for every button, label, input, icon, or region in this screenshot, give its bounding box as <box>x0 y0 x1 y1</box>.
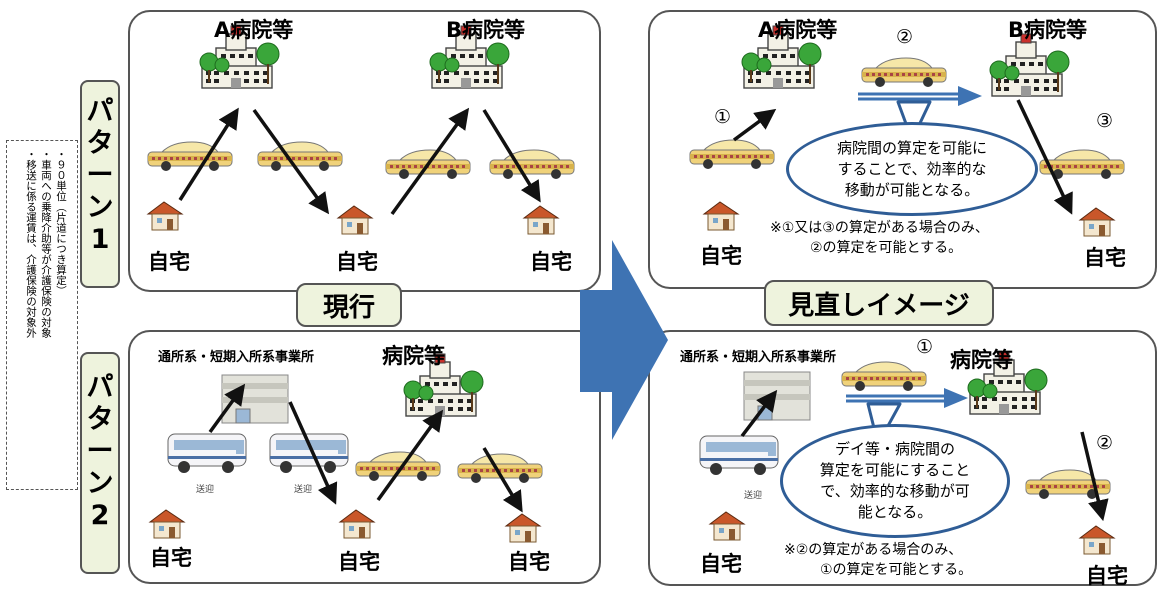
bubble-line: 移動が可能となる。 <box>844 180 980 199</box>
hospital-b-label: B病院等 <box>1008 18 1088 42</box>
revision-badge: 見直しイメージ <box>764 280 994 326</box>
side-note-box: ・９０単位（片道につき算定） ・車両への乗降介助等が介護保険の対象 ・移送に係る… <box>6 140 78 490</box>
pattern-1-char: タ <box>86 128 114 159</box>
note-line: ②の算定を可能とする。 <box>810 240 963 256</box>
bubble-line: で、効率的な移動が可 <box>820 482 970 500</box>
hospital-a-label: A病院等 <box>214 18 294 42</box>
bubble-line: 算定を可能にすること <box>819 461 971 479</box>
pattern-2-char: パ <box>86 372 114 403</box>
side-note-line-2: ・車両への乗降介助等が介護保険の対象 <box>40 149 52 338</box>
home-label: 自宅 <box>336 250 378 274</box>
home-label: 自宅 <box>150 546 192 570</box>
marker-1: ① <box>916 336 934 358</box>
note-line: ①の算定を可能とする。 <box>820 562 973 578</box>
pattern-2-char: ン <box>86 468 114 499</box>
pattern-2-char: ー <box>86 436 114 467</box>
home-label: 自宅 <box>700 244 742 268</box>
pattern-2-char: タ <box>86 404 114 435</box>
pattern-1-char: ー <box>86 160 114 191</box>
pattern-1-char: ン <box>86 192 114 223</box>
pattern-1-tab: パ タ ー ン 1 <box>80 80 120 288</box>
marker-2: ② <box>1096 432 1114 454</box>
speech-bubble: デイ等・病院間の 算定を可能にすること で、効率的な移動が可 能となる。 <box>780 424 1010 538</box>
side-note-line-3: ・移送に係る運賃は、介護保険の対象外 <box>25 149 37 338</box>
bubble-line: 病院間の算定を可能に <box>836 138 987 157</box>
home-label: 自宅 <box>508 550 550 574</box>
home-label: 自宅 <box>1086 564 1128 588</box>
side-note-line-1: ・９０単位（片道につき算定） <box>55 149 67 296</box>
hospital-label: 病院等 <box>382 344 445 368</box>
bubble-line: デイ等・病院間の <box>834 440 955 458</box>
hospital-label: 病院等 <box>950 348 1013 372</box>
home-label: 自宅 <box>338 550 380 574</box>
pattern-1-char: パ <box>86 96 114 127</box>
marker-1: ① <box>714 106 732 128</box>
pattern-2-tab: パ タ ー ン 2 <box>80 352 120 574</box>
home-label: 自宅 <box>530 250 572 274</box>
sendo-label: 送迎 <box>294 485 313 495</box>
sendo-label: 送迎 <box>196 485 215 495</box>
marker-3: ③ <box>1096 110 1114 132</box>
home-label: 自宅 <box>700 552 742 576</box>
marker-2: ② <box>896 26 914 48</box>
speech-bubble: 病院間の算定を可能に することで、効率的な 移動が可能となる。 <box>786 122 1038 216</box>
condition-note: ※②の算定がある場合のみ、 ①の算定を可能とする。 <box>784 540 972 580</box>
condition-note: ※①又は③の算定がある場合のみ、 ②の算定を可能とする。 <box>770 218 989 258</box>
facility-label: 通所系・短期入所系事業所 <box>158 350 315 365</box>
note-line: ※①又は③の算定がある場合のみ、 <box>770 220 989 236</box>
bubble-line: することで、効率的な <box>837 159 987 178</box>
hospital-b-label: B病院等 <box>446 18 526 42</box>
home-label: 自宅 <box>1084 246 1126 270</box>
pattern-1-char: 1 <box>90 224 110 255</box>
current-badge: 現行 <box>296 283 402 327</box>
note-line: ※②の算定がある場合のみ、 <box>784 542 963 558</box>
hospital-a-label: A病院等 <box>758 18 838 42</box>
home-label: 自宅 <box>148 250 190 274</box>
facility-label: 通所系・短期入所系事業所 <box>680 350 837 365</box>
bubble-line: 能となる。 <box>857 503 933 521</box>
pattern-2-char: 2 <box>90 500 110 531</box>
sendo-label: 送迎 <box>744 491 763 501</box>
